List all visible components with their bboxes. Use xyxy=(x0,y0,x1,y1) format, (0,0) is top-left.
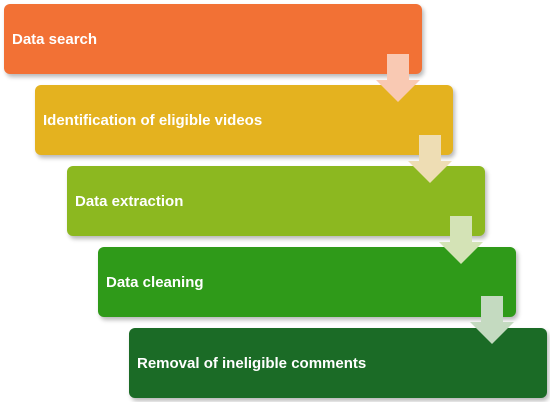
step-label: Identification of eligible videos xyxy=(43,111,263,129)
step-data-search: Data search xyxy=(4,4,422,74)
down-arrow-icon xyxy=(470,296,514,344)
step-identification-of-eligible-videos: Identification of eligible videos xyxy=(35,85,453,155)
step-removal-of-ineligible-comments: Removal of ineligible comments xyxy=(129,328,547,398)
step-label: Data search xyxy=(12,30,98,48)
down-arrow-icon xyxy=(439,216,483,264)
down-arrow-icon xyxy=(376,54,420,102)
step-label: Removal of ineligible comments xyxy=(137,354,367,372)
step-data-cleaning: Data cleaning xyxy=(98,247,516,317)
step-label: Data extraction xyxy=(75,192,184,210)
down-arrow-icon xyxy=(408,135,452,183)
step-data-extraction: Data extraction xyxy=(67,166,485,236)
step-label: Data cleaning xyxy=(106,273,204,291)
